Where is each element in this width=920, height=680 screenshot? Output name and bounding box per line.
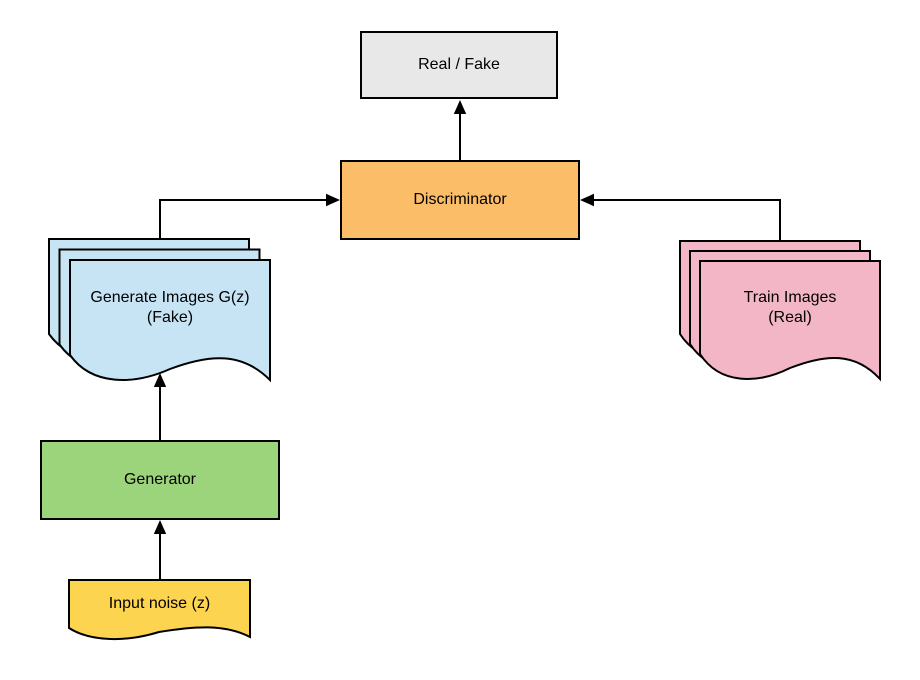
generated-images-doc-stack	[48, 238, 271, 383]
real-fake-node	[360, 31, 558, 99]
arrow-discriminator-to-output	[453, 100, 467, 161]
train-images-doc-stack	[679, 240, 881, 382]
arrow-noise-to-generator	[153, 520, 167, 580]
arrowhead	[580, 193, 594, 207]
arrowhead	[153, 520, 167, 534]
arrowhead	[453, 100, 467, 114]
input-noise-doc	[68, 579, 251, 640]
arrow-train-to-discriminator	[580, 193, 781, 242]
generator-node	[40, 440, 280, 520]
arrow-generated-to-discriminator	[159, 193, 340, 240]
arrowhead	[153, 373, 167, 387]
arrowhead	[326, 193, 340, 207]
arrow-generator-to-generated	[153, 373, 167, 440]
discriminator-node	[340, 160, 580, 240]
train-images-doc-front	[699, 260, 881, 382]
generated-images-doc-front	[69, 259, 271, 383]
